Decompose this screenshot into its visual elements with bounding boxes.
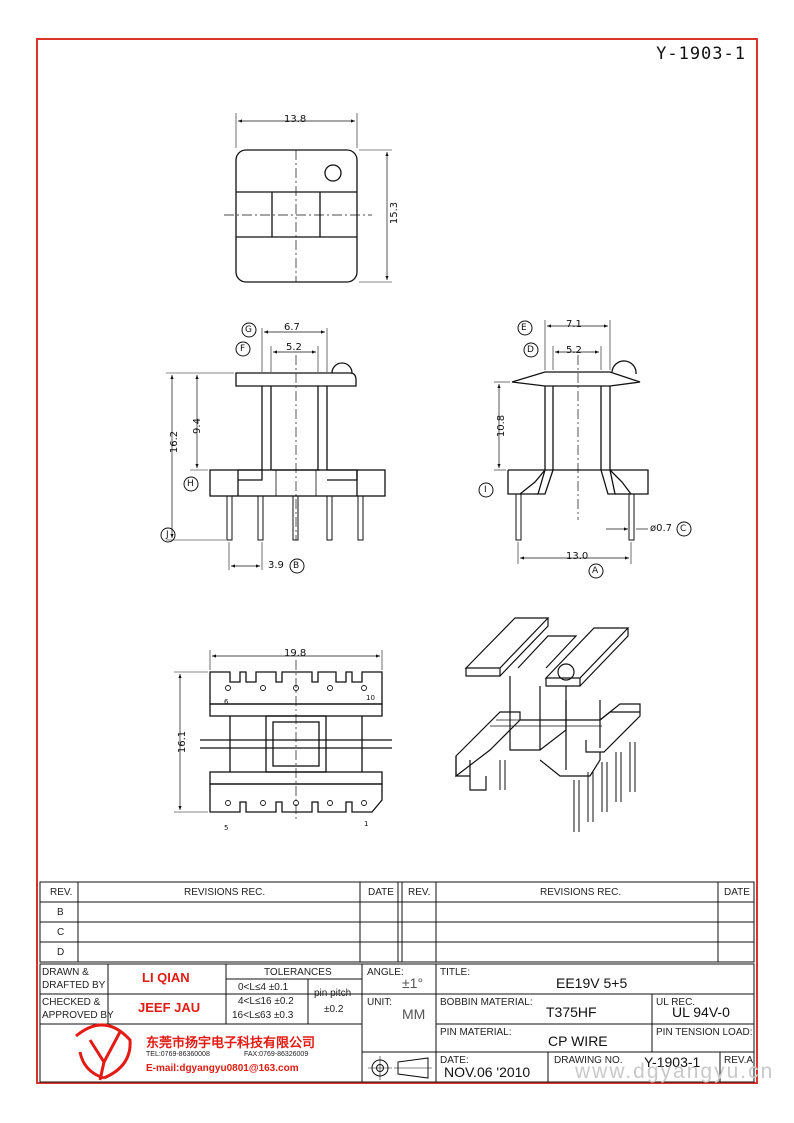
title-value: EE19V 5+5 — [556, 975, 628, 991]
callout-circle — [588, 563, 604, 579]
side-view — [494, 320, 649, 564]
dim-front-core-width: 5.2 — [286, 342, 302, 353]
callout-g: G — [245, 325, 252, 335]
title-block-lines — [39, 963, 755, 1083]
dim-side-pin-diameter: ø0.7 — [650, 523, 673, 534]
revision-table — [39, 881, 755, 963]
company-name: 东莞市扬宇电子科技有限公司 — [146, 1035, 316, 1050]
tolerance-row-2: 4<L≤16 ±0.2 — [238, 996, 294, 1007]
ul-rec-value: UL 94V-0 — [672, 1004, 730, 1020]
title-label: TITLE: — [440, 967, 471, 978]
dim-side-flange-width: 7.1 — [566, 319, 582, 330]
drawing-no-label: DRAWING NO. — [554, 1055, 623, 1066]
callout-circle — [517, 320, 533, 336]
bobbin-material-label: BOBBIN MATERIAL: — [440, 997, 533, 1008]
revisions-header-left: REVISIONS REC. — [184, 887, 266, 898]
company-logo — [75, 1023, 132, 1081]
dim-side-base-width: 13.0 — [566, 551, 589, 562]
drawn-label-1: DRAWN & — [42, 967, 89, 978]
checked-label-1: CHECKED & — [42, 997, 101, 1008]
pin-pitch-value: ±0.2 — [324, 1004, 344, 1015]
callout-circle — [241, 322, 257, 338]
date-value: NOV.06 '2010 — [444, 1064, 531, 1080]
dim-top-width: 13.8 — [284, 114, 307, 125]
bobbin-material-value: T375HF — [546, 1004, 597, 1020]
pin-label-10: 10 — [366, 694, 375, 702]
callout-circle — [523, 342, 539, 358]
callout-h: H — [187, 479, 194, 489]
dim-front-body-height: 9.4 — [191, 418, 203, 434]
callout-e: E — [521, 323, 527, 333]
angle-label: ANGLE: — [367, 967, 404, 978]
tolerance-row-1: 0<L≤4 ±0.1 — [238, 982, 289, 993]
callout-circle — [160, 527, 176, 543]
callout-b: B — [293, 561, 300, 571]
callout-i: I — [484, 485, 487, 495]
document-number: Y-1903-1 — [656, 44, 746, 64]
bottom-view — [174, 650, 392, 822]
date-header-right: DATE — [724, 887, 750, 898]
dim-front-pin-spacing: 3.9 — [268, 560, 284, 571]
top-view — [224, 113, 392, 283]
date-label: DATE: — [440, 1055, 469, 1066]
drawing-frame — [36, 38, 758, 1084]
callout-circle — [289, 558, 305, 574]
approved-by-name: JEEF JAU — [138, 1000, 201, 1015]
rev-row-d: D — [57, 947, 65, 958]
website-watermark: www.dgyangyu.cn — [575, 1060, 775, 1083]
angle-value: ±1° — [402, 975, 424, 991]
dim-side-height: 10.8 — [496, 414, 508, 438]
pin-label-1: 1 — [364, 820, 369, 828]
ul-rec-label: UL REC. — [656, 997, 696, 1008]
drawn-label-2: DRAFTED BY — [42, 980, 106, 991]
dim-top-height: 15.3 — [389, 201, 401, 225]
company-tel: TEL:0769-86360008 — [146, 1051, 210, 1058]
date-header-left: DATE — [368, 887, 394, 898]
pin-label-5: 5 — [224, 824, 229, 832]
dim-front-flange-width: 6.7 — [284, 322, 300, 333]
callout-j: J — [166, 530, 169, 540]
pin-material-label: PIN MATERIAL: — [440, 1027, 512, 1038]
dim-front-total-height: 16.2 — [169, 430, 181, 454]
pin-material-value: CP WIRE — [548, 1033, 608, 1049]
callout-circle — [676, 521, 692, 537]
company-fax: FAX:0769-86326009 — [244, 1051, 309, 1058]
drawing-no-value: Y-1903-1 — [644, 1054, 701, 1070]
drawn-by-name: LI QIAN — [142, 970, 190, 985]
pin-tension-label: PIN TENSION LOAD: — [656, 1027, 753, 1038]
callout-f: F — [240, 344, 246, 354]
rev-header-left: REV. — [50, 887, 73, 898]
checked-label-2: APPROVED BY — [42, 1010, 114, 1021]
callout-a: A — [592, 566, 599, 576]
isometric-view — [455, 617, 641, 832]
revisions-header-right: REVISIONS REC. — [540, 887, 622, 898]
pin-pitch-label: pin pitch — [314, 988, 352, 999]
unit-label: UNIT: — [367, 997, 392, 1008]
revision-label: REV.A — [724, 1055, 754, 1066]
tolerance-row-3: 16<L≤63 ±0.3 — [232, 1010, 294, 1021]
callout-c: C — [680, 524, 687, 534]
rev-row-c: C — [57, 927, 65, 938]
pin-label-6: 6 — [224, 698, 229, 706]
callout-circle — [183, 476, 199, 492]
dim-bottom-width: 19.8 — [284, 648, 307, 659]
callout-circle — [478, 482, 494, 498]
tolerances-label: TOLERANCES — [264, 967, 332, 978]
dim-bottom-height: 16.1 — [177, 730, 189, 754]
rev-row-b: B — [57, 907, 64, 918]
rev-header-right: REV. — [408, 887, 431, 898]
dim-side-core-width: 5.2 — [566, 345, 582, 356]
company-email: E-mail:dgyangyu0801@163.com — [146, 1063, 299, 1074]
callout-circle — [235, 341, 251, 357]
front-view — [166, 328, 386, 570]
unit-value: MM — [402, 1006, 426, 1022]
callout-d: D — [527, 345, 534, 355]
